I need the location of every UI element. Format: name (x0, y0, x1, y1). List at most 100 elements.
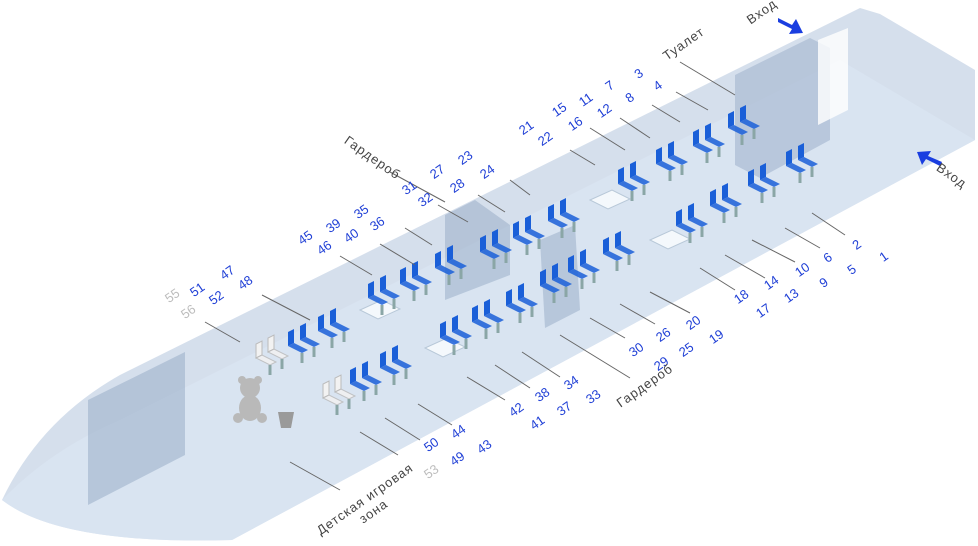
seat-pair[interactable] (710, 183, 742, 223)
seat-pair[interactable] (440, 315, 472, 355)
seat-pair-unavailable (321, 374, 357, 415)
seat-back (603, 237, 609, 254)
seat-back (580, 249, 586, 266)
seat-pair[interactable] (676, 203, 708, 243)
seat-cushion (480, 249, 500, 259)
leader-line (204, 321, 241, 343)
seat-cushion (330, 322, 350, 332)
leader-line (509, 179, 531, 196)
leader-line (589, 317, 626, 339)
seat-cushion (492, 243, 512, 253)
seat-cushion (447, 259, 467, 269)
seat-back (318, 314, 324, 331)
seat-pair[interactable] (380, 345, 412, 385)
seat-pair[interactable] (748, 163, 780, 203)
seat-cushion (748, 183, 768, 193)
seat-cushion (568, 269, 588, 279)
leader-line (811, 212, 846, 236)
leader-line (589, 127, 626, 151)
table (588, 189, 632, 210)
seat-cushion (525, 229, 545, 239)
wardrobe-partition-2 (540, 225, 580, 328)
seat-back (618, 167, 624, 184)
leader-line (339, 255, 373, 276)
entrance-doorway (818, 28, 848, 125)
leader-line (289, 461, 341, 491)
seat-cushion (618, 181, 638, 191)
seat-cushion (580, 263, 600, 273)
seat-cushion (513, 235, 533, 245)
seat-back (748, 169, 754, 186)
seat-pair[interactable] (548, 198, 580, 238)
seat-back (506, 289, 512, 306)
seat-pair[interactable] (506, 283, 538, 323)
seat-pair[interactable] (603, 231, 635, 271)
seat-back (362, 361, 368, 378)
seat-cushion (688, 217, 708, 227)
seat-pair[interactable] (540, 263, 572, 303)
leader-line (437, 204, 469, 223)
seat-cushion (266, 348, 290, 360)
seat-back (484, 299, 490, 316)
nose-partition (88, 352, 185, 505)
entrance-arrow-right-icon (917, 151, 942, 166)
seat-back (392, 345, 398, 362)
seat-cushion (540, 283, 560, 293)
seat-cushion (400, 281, 420, 291)
leader-line (559, 334, 631, 379)
seat-cushion (392, 359, 412, 369)
leader-line (389, 171, 446, 203)
leader-line (384, 417, 421, 441)
seat-back (447, 245, 453, 262)
seat-back (552, 263, 558, 280)
seat-pair[interactable] (568, 249, 600, 289)
seat-back (300, 323, 306, 340)
seat-back (480, 235, 486, 252)
seat-cushion (472, 319, 492, 329)
seat-cushion (333, 388, 357, 400)
leader-line (724, 254, 766, 279)
seat-back (728, 111, 734, 128)
leader-line (261, 294, 311, 321)
seat-back (798, 143, 804, 160)
seat-cushion (254, 354, 278, 366)
seat-pair[interactable] (728, 105, 760, 145)
seat-back (435, 251, 441, 268)
seat-back (330, 308, 336, 325)
seat-cushion (300, 337, 320, 347)
leader-line (675, 91, 709, 111)
seat-pair[interactable] (435, 245, 467, 285)
seat-back (705, 123, 711, 140)
seat-back (492, 229, 498, 246)
seat-back (440, 321, 446, 338)
seat-pair[interactable] (400, 261, 432, 301)
seat-pair[interactable] (656, 141, 688, 181)
seat-cushion (350, 381, 370, 391)
seat-cushion (548, 218, 568, 228)
seat-back (518, 283, 524, 300)
seat-pair[interactable] (368, 275, 400, 315)
seat-pair[interactable] (288, 323, 320, 363)
leader-line (651, 104, 681, 123)
seat-back (380, 351, 386, 368)
seat-pair[interactable] (618, 161, 650, 201)
seat-pair[interactable] (318, 308, 350, 348)
seat-cushion (676, 223, 696, 233)
seat-pair[interactable] (786, 143, 818, 183)
leader-line (521, 351, 561, 378)
seat-cushion (452, 329, 472, 339)
seat-pair[interactable] (480, 229, 512, 269)
leader-line (649, 291, 691, 314)
seat-pair[interactable] (513, 215, 545, 255)
seat-pair-unavailable (254, 334, 290, 375)
seat-cushion (318, 328, 338, 338)
seat-pair[interactable] (350, 361, 382, 401)
seat-pair[interactable] (472, 299, 504, 339)
seat-cushion (728, 125, 748, 135)
seat-cushion (484, 313, 504, 323)
table (358, 299, 402, 320)
seat-pair[interactable] (693, 123, 725, 163)
seat-cushion (380, 365, 400, 375)
seat-cushion (603, 251, 623, 261)
